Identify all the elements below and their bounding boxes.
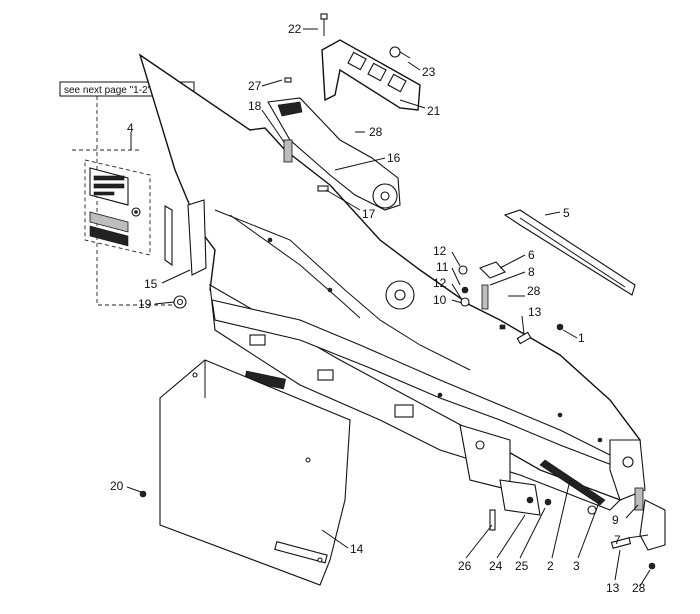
part-label-20: 20 [110,479,124,493]
tape-guide [164,199,207,309]
part-label-5: 5 [563,206,570,220]
reference-note: see next page "1-2" [64,85,152,96]
part-label-10: 10 [433,293,447,307]
label-sheet-icon [89,167,141,247]
part-labels: 22 23 21 27 18 28 16 17 5 6 8 12 11 12 1… [110,22,646,595]
part-label-22: 22 [288,22,302,36]
part-label-6: 6 [528,248,535,262]
part-label-18: 18 [248,99,262,113]
part-label-7: 7 [614,533,621,547]
part-label-24: 24 [489,559,503,573]
leader-lines [126,28,651,587]
part-label-28-mid: 28 [527,284,541,298]
part-label-12-top: 12 [433,244,447,258]
part-label-23: 23 [422,65,436,79]
part-label-9: 9 [612,513,619,527]
small-hardware [458,261,564,345]
screw-20 [139,490,147,498]
handle [320,13,421,111]
part-label-21: 21 [427,104,441,118]
part-label-26: 26 [458,559,472,573]
part-label-2: 2 [547,559,554,573]
part-label-8: 8 [528,265,535,279]
end-hardware [610,487,666,570]
lever-arm [267,77,401,211]
part-label-1: 1 [578,331,585,345]
side-cover-plate [159,359,351,586]
part-label-25: 25 [515,559,529,573]
part-label-19: 19 [138,297,152,311]
part-label-28-bottom: 28 [632,581,646,595]
slider-bar [503,209,636,296]
part-label-15: 15 [144,277,158,291]
part-label-17: 17 [362,207,376,221]
part-label-16: 16 [387,151,401,165]
part-label-4: 4 [127,121,134,135]
lower-parts [489,459,606,531]
part-label-12-mid: 12 [433,276,447,290]
part-label-14: 14 [350,542,364,556]
part-label-13-bottom: 13 [606,581,620,595]
part-label-11: 11 [436,260,449,274]
part-label-13-top: 13 [528,305,542,319]
part-label-28-top: 28 [369,125,383,139]
part-label-27: 27 [248,79,262,93]
part-label-3: 3 [573,559,580,573]
